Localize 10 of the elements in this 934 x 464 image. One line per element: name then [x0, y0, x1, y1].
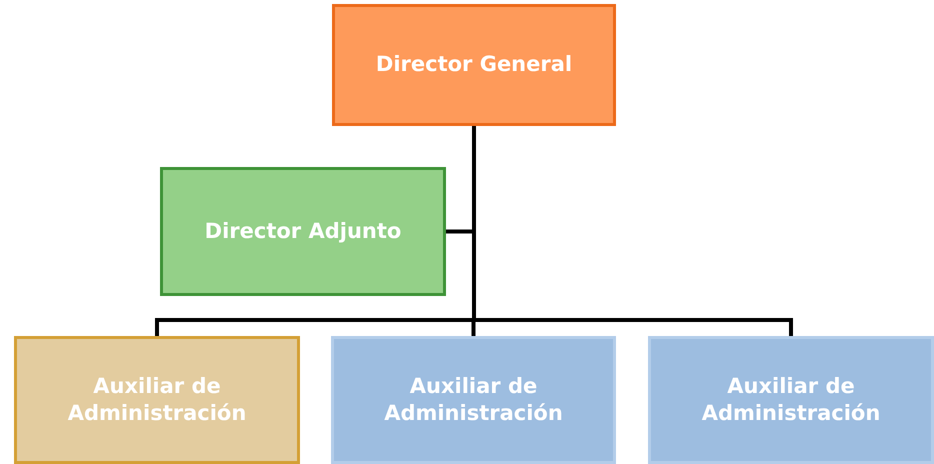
position-title: Auxiliar de Administración [383, 372, 564, 427]
org-box [648, 336, 934, 464]
position-title: Auxiliar de Administración [66, 372, 248, 427]
org-box [160, 167, 446, 296]
org-box [332, 4, 616, 126]
position-title: Director General [374, 51, 574, 78]
position-title: Director Adjunto [204, 218, 402, 245]
org-box [14, 336, 300, 464]
org-box [331, 336, 616, 464]
position-title: Auxiliar de Administración [700, 372, 882, 427]
